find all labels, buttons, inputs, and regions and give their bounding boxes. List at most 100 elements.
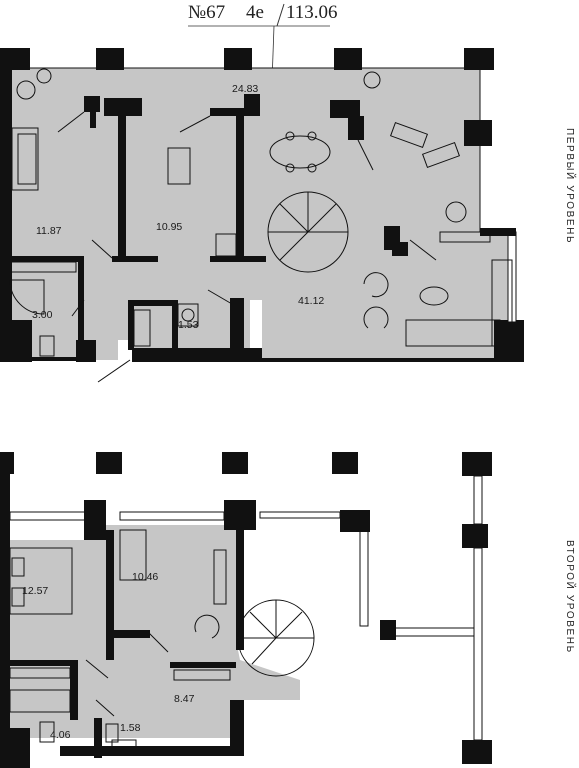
wall (480, 228, 516, 236)
wall (230, 700, 244, 756)
room-area-label: 1.58 (120, 722, 141, 734)
wall (230, 298, 244, 358)
lounger-icon (389, 121, 461, 169)
wall (8, 256, 78, 262)
door (85, 659, 109, 679)
room-area-label: 41.12 (298, 295, 324, 307)
wall (118, 110, 126, 260)
wall (462, 452, 492, 476)
door (147, 631, 169, 653)
wall (236, 116, 244, 256)
door (179, 115, 211, 133)
wall (0, 452, 14, 474)
wall (78, 256, 84, 356)
spiral-staircase-icon (267, 191, 349, 273)
level-2-floor (10, 525, 300, 738)
armchair-icon (363, 272, 449, 329)
wall (334, 48, 362, 70)
wall (210, 108, 250, 116)
room-area-label: 8.47 (174, 693, 195, 705)
wall (32, 357, 76, 361)
room-area-label: 3.00 (32, 309, 53, 321)
sofa-icon (11, 127, 39, 191)
wall (119, 511, 225, 521)
wall (348, 116, 364, 140)
plant-icon (16, 68, 467, 223)
wall (104, 98, 142, 116)
wall (128, 300, 134, 350)
wall (9, 511, 89, 521)
wall (70, 660, 78, 720)
room-count: 4е (246, 2, 264, 23)
kitchen-island (167, 147, 191, 185)
wall (224, 48, 252, 70)
wall (494, 320, 524, 362)
sofa-icon (405, 259, 513, 347)
apartment-number: №67 (188, 2, 226, 23)
wall (84, 500, 106, 540)
sink-icon (9, 667, 231, 751)
washing-machine-icon (177, 303, 199, 327)
wall (340, 510, 370, 532)
door (97, 359, 131, 383)
door (207, 289, 233, 305)
room-area-label: 24.83 (232, 83, 258, 95)
wall (0, 728, 30, 768)
wall (224, 500, 256, 530)
wall (0, 474, 10, 744)
wall (170, 662, 236, 668)
level-1-label: ПЕРВЫЙ УРОВЕНЬ (564, 128, 577, 244)
wall (132, 348, 262, 362)
wall (380, 620, 396, 640)
bed-icon (9, 547, 73, 615)
wall (464, 48, 494, 70)
level-1-floor (12, 68, 512, 360)
level-1-plan (0, 48, 524, 383)
tv-console (439, 231, 491, 243)
sink-icon (9, 261, 151, 347)
wall (236, 530, 244, 650)
wall (112, 256, 158, 262)
desk (213, 549, 227, 605)
room-area-label: 11.87 (36, 225, 62, 237)
bathtub-icon (9, 529, 147, 713)
railing (259, 511, 341, 519)
wall (0, 60, 12, 360)
wall (464, 120, 492, 146)
shower-icon (9, 279, 45, 315)
door (57, 111, 85, 133)
wall (462, 740, 492, 764)
wall (210, 256, 266, 262)
wall (114, 630, 150, 638)
door (409, 239, 437, 261)
wall (128, 300, 178, 306)
railing (385, 627, 475, 637)
spiral-staircase-icon (237, 599, 315, 677)
level-2-label: ВТОРОЙ УРОВЕНЬ (564, 540, 577, 654)
room-area-label: 1.53 (178, 319, 199, 331)
wall (106, 530, 114, 660)
dining-table-icon (269, 131, 331, 173)
room-area-label: 10.95 (156, 221, 182, 233)
wall (8, 660, 78, 666)
railing (473, 547, 483, 741)
wall (244, 94, 260, 116)
door (95, 699, 115, 717)
wall (94, 718, 102, 758)
wall (332, 452, 358, 474)
door (357, 139, 374, 171)
wall (60, 746, 240, 756)
wall (96, 48, 124, 70)
level-2-plan (0, 452, 492, 768)
wall (0, 320, 32, 362)
railing (473, 475, 483, 525)
wall (462, 524, 488, 548)
wall (172, 304, 178, 350)
total-area: 113.06 (286, 2, 338, 23)
railing (359, 529, 369, 627)
wall (330, 100, 360, 118)
wall (392, 242, 408, 256)
toilet-icon (39, 335, 55, 357)
